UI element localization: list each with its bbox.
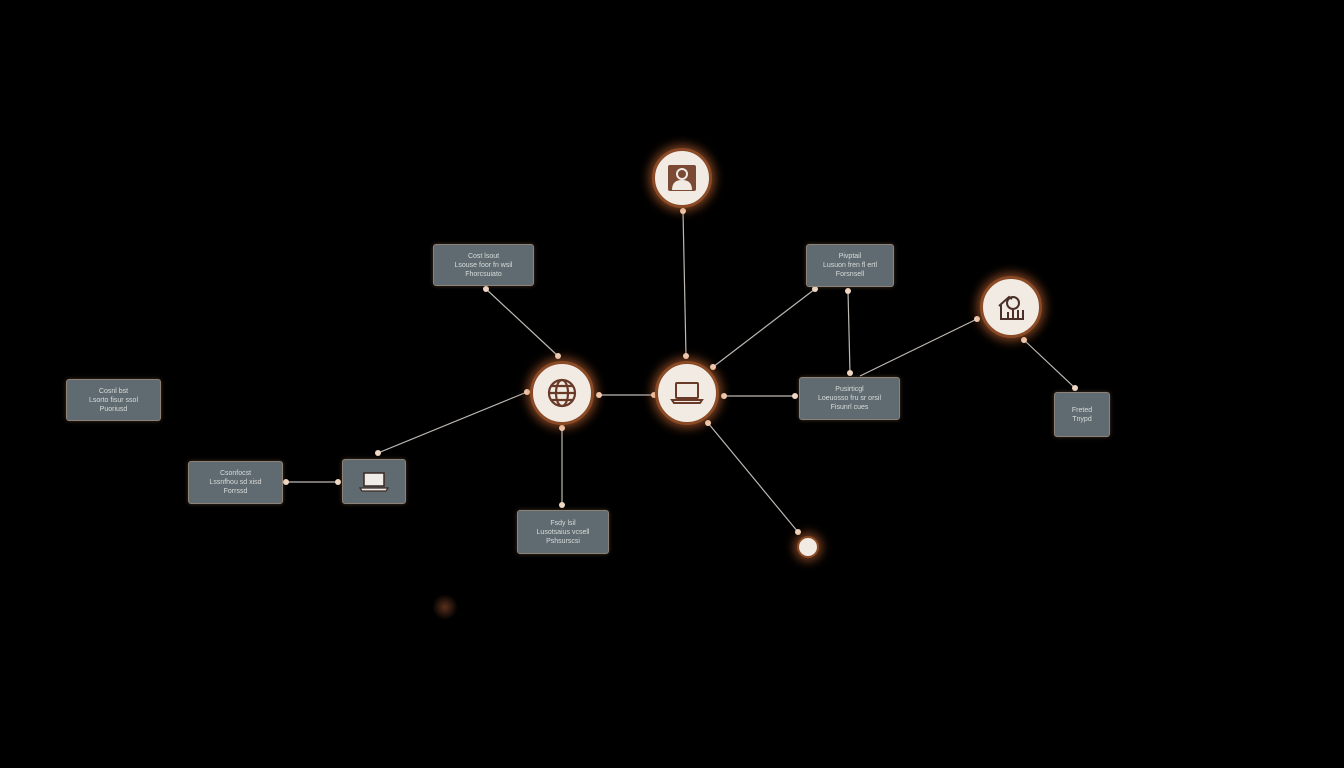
- box-line: Fsdy lsil: [550, 519, 576, 527]
- box-line: Csonfocst: [219, 470, 252, 477]
- laptop-icon: [670, 382, 704, 404]
- box-line: Forrssd: [223, 488, 248, 495]
- user-icon: [668, 165, 696, 191]
- laptop-icon: [359, 471, 389, 492]
- node-box-right-mid[interactable]: Pusirticgl Loeuosso fru sr orsil Fisunrl…: [799, 377, 900, 420]
- globe-icon: [547, 378, 577, 408]
- endpoint-node[interactable]: [797, 536, 819, 558]
- box-line: Pshsurscsi: [546, 537, 580, 545]
- node-box-far-right[interactable]: Freted Tnypd: [1054, 392, 1110, 437]
- node-box-far-left[interactable]: Cosnl bst Lsorto fisur ssol Puoriusd: [66, 379, 161, 421]
- box-line: Fisunrl cues: [830, 404, 869, 411]
- box-line: Lsouse foor fn wsil: [454, 261, 513, 269]
- box-line: Cosnl bst: [98, 387, 129, 395]
- box-line: Pivptail: [838, 253, 862, 260]
- box-line: Tnypd: [1072, 415, 1092, 423]
- box-line: Lsorto fisur ssol: [88, 396, 139, 404]
- home-icon: [998, 295, 1024, 320]
- node-box-bottom[interactable]: Fsdy lsil Lusotsaius vcsell Pshsurscsi: [517, 510, 609, 554]
- node-box-top-left[interactable]: Cost lsout Lsouse foor fn wsil Fhorcsuia…: [433, 244, 534, 286]
- user-hub[interactable]: [652, 148, 712, 208]
- globe-hub[interactable]: [530, 361, 594, 425]
- box-line: Lusuon fren fl ertl: [822, 262, 878, 269]
- box-line: Puoriusd: [99, 405, 128, 413]
- home-hub[interactable]: [980, 276, 1042, 338]
- box-line: Lusotsaius vcsell: [536, 528, 590, 536]
- box-line: Forsnsell: [835, 271, 865, 278]
- node-box-left-lower[interactable]: Csonfocst Lssnfhou sd xisd Forrssd: [188, 461, 283, 504]
- laptop-hub[interactable]: [655, 361, 719, 425]
- ambient-glow: [432, 594, 458, 620]
- box-line: Pusirticgl: [835, 386, 864, 393]
- node-box-top-right[interactable]: Pivptail Lusuon fren fl ertl Forsnsell: [806, 244, 894, 287]
- box-line: Freted: [1071, 406, 1093, 414]
- box-line: Lssnfhou sd xisd: [209, 479, 262, 486]
- box-line: Cost lsout: [467, 252, 500, 260]
- box-line: Loeuosso fru sr orsil: [817, 395, 882, 402]
- box-line: Fhorcsuiato: [465, 270, 502, 278]
- node-box-laptop[interactable]: [342, 459, 406, 504]
